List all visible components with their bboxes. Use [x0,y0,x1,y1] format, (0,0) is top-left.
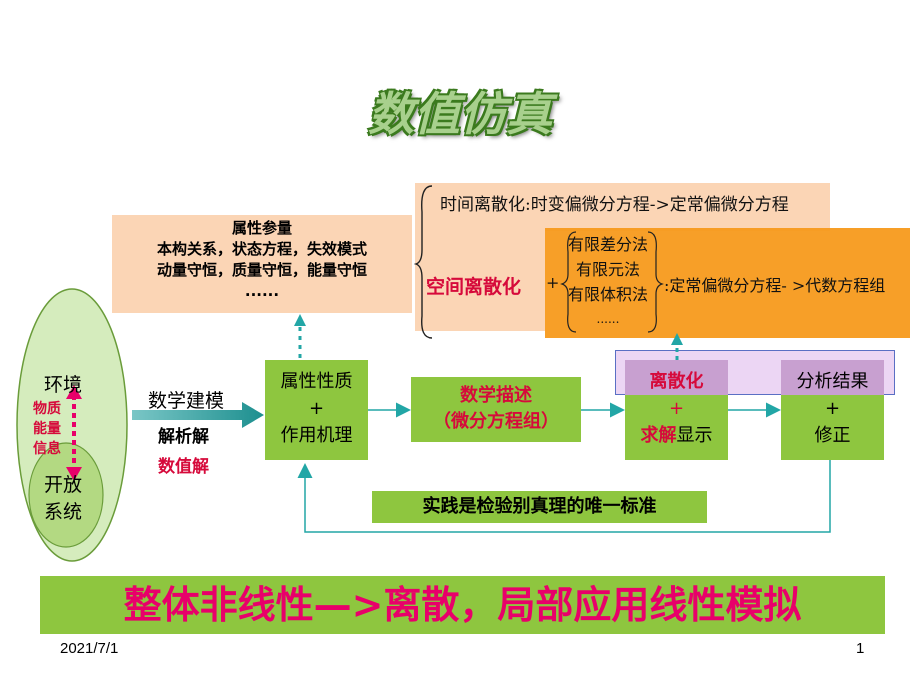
method-fvm: 有限体积法 [568,285,649,304]
analysis-line1: 分析结果 [796,371,869,392]
discretize-plus: + [668,398,685,419]
discretize-line1: 离散化 [649,371,704,392]
space-discretization-label: 空间离散化 [426,276,522,298]
solve-text: 求解 [640,425,677,446]
time-discretization-box [415,183,830,231]
methods-list: 有限差分法 有限元法 有限体积法 ...... [568,232,648,332]
modeling-arrow [132,402,264,428]
space-plus: + [546,273,560,292]
discretize-box: 离散化 + 求解显示 [625,360,728,460]
attribute-params-line2: 动量守恒，质量守恒，能量守恒 [156,261,367,279]
brace-lines [414,185,664,339]
math-line2: （微分方程组） [433,411,559,432]
system-label: 开放 系统 [44,472,82,526]
flow-labels: 物质 能量 信息 [33,399,61,459]
system-label-line1: 开放 [44,474,83,496]
display-text: 显示 [676,425,713,446]
discretize-line2: 求解显示 [625,422,728,449]
time-discretization-text: 时间离散化:时变偏微分方程->定常偏微分方程 [440,190,789,215]
attribute-params-title: 属性参量 [231,219,292,237]
property-plus: + [308,398,325,419]
space-discretization-left [415,231,545,331]
environment-label: 环境 [44,374,83,396]
flow-matter: 物质 [33,401,61,417]
summary-banner: 整体非线性—>离散，局部应用线性模拟 [40,576,885,634]
analysis-box: 分析结果 + 修正 [781,360,884,460]
page-title: 数值仿真 [368,87,552,141]
property-line2: 作用机理 [280,425,353,446]
method-etc: ...... [596,312,620,326]
property-box: 属性性质 + 作用机理 [265,360,368,460]
flow-energy: 能量 [33,421,61,437]
practice-label: 实践是检验别真理的唯一标准 [372,491,707,523]
attribute-params-box: 属性参量 本构关系，状态方程，失效模式 动量守恒，质量守恒，能量守恒 .....… [112,215,412,313]
math-description-box: 数学描述 （微分方程组） [411,377,581,442]
math-line1: 数学描述 [460,385,532,406]
method-fem: 有限元法 [575,260,640,279]
space-methods-box [545,228,910,338]
time-discretization-label: 时间离散化: [440,195,531,215]
analysis-line2: 修正 [814,425,851,446]
footer-page-number: 1 [856,640,865,657]
attribute-params-line1: 本构关系，状态方程，失效模式 [156,240,367,258]
method-fdm: 有限差分法 [568,235,649,254]
time-discretization-content: 时变偏微分方程->定常偏微分方程 [530,195,789,215]
flow-connectors [294,314,831,533]
modeling-label: 数学建模 [148,390,225,412]
attribute-params-line3: ...... [244,282,280,300]
system-label-line2: 系统 [44,501,83,523]
environment-ellipse [16,288,128,562]
analytic-solution-label: 解析解 [158,427,209,447]
property-line1: 属性性质 [280,371,353,392]
footer-date: 2021/7/1 [60,640,119,657]
numeric-solution-label: 数值解 [158,457,209,477]
flow-info: 信息 [33,441,61,457]
analysis-plus: + [824,398,841,419]
space-result-text: :定常偏微分方程- >代数方程组 [664,276,886,295]
